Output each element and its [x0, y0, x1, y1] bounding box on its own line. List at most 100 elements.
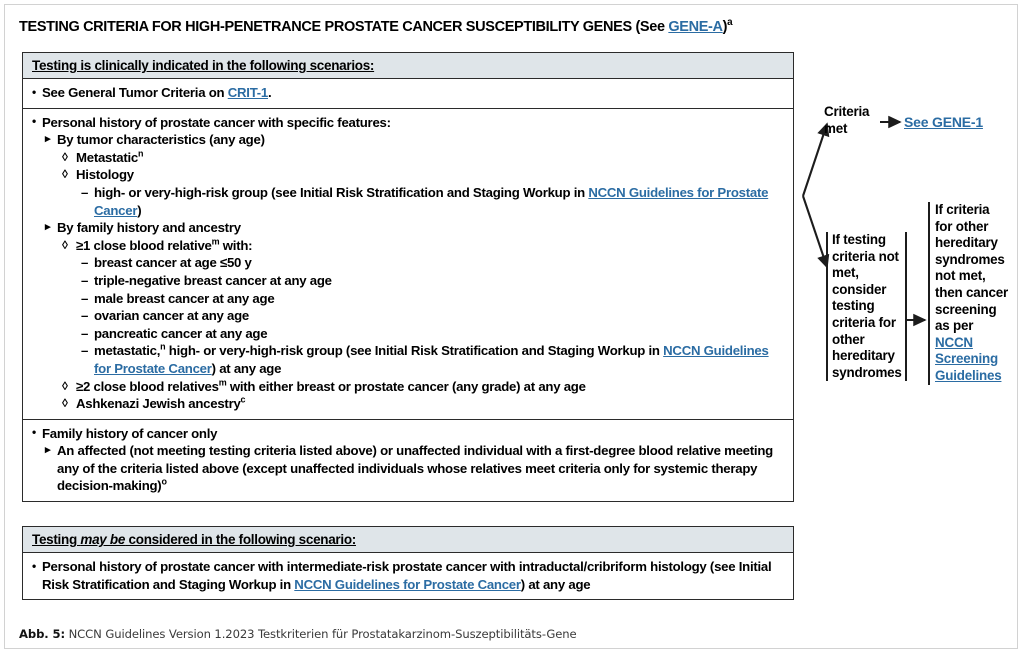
- bullet-diamond-icon: ◊: [62, 167, 68, 182]
- family-history-only-detail: An affected (not meeting testing criteri…: [57, 443, 773, 494]
- figure-caption-label: Abb. 5:: [19, 627, 66, 641]
- box-indicated-header-label: Testing is clinically indicated in the f…: [32, 58, 375, 73]
- metastatic-criterion-mid: high- or very-high-risk group (see Initi…: [165, 343, 664, 359]
- intermediate-risk-post: ) at any age: [520, 576, 591, 592]
- bullet-dot-icon: •: [32, 558, 36, 573]
- list-item: ▸ By tumor characteristics (any age): [32, 131, 784, 149]
- bullet-dash-icon: –: [81, 290, 89, 306]
- family-history-heading: By family history and ancestry: [57, 220, 241, 236]
- figure-caption-text: NCCN Guidelines Version 1.2023 Testkrite…: [65, 627, 577, 641]
- list-item: – breast cancer at age ≤50 y: [32, 254, 784, 272]
- list-item: • Family history of cancer only: [32, 425, 784, 443]
- if-other-syndromes-text: If criteria for other hereditary syndrom…: [935, 202, 1008, 334]
- list-item: ◊ ≥1 close blood relativem with:: [32, 237, 784, 255]
- bullet-dash-icon: –: [81, 272, 89, 288]
- criteria-box-considered: Testing may be considered in the followi…: [22, 526, 794, 601]
- two-relatives-suffix: with either breast or prostate cancer (a…: [226, 378, 586, 394]
- bullet-diamond-icon: ◊: [62, 378, 68, 393]
- bullet-dash-icon: –: [81, 325, 89, 341]
- list-item: – pancreatic cancer at any age: [32, 325, 784, 343]
- metastatic-label: Metastatic: [76, 149, 138, 165]
- figure-page: TESTING CRITERIA FOR HIGH-PENETRANCE PRO…: [4, 4, 1018, 649]
- list-item: • See General Tumor Criteria on CRIT-1.: [32, 84, 784, 102]
- footnote-ref-o: o: [161, 477, 167, 488]
- ashkenazi-text: Ashkenazi Jewish ancestry: [76, 396, 241, 412]
- nccn-screening-guidelines-link[interactable]: NCCN Screening Guidelines: [935, 334, 1002, 383]
- box-indicated-header: Testing is clinically indicated in the f…: [23, 53, 793, 79]
- nccn-prostate-guidelines-link[interactable]: NCCN Guidelines for Prostate Cancer: [294, 576, 521, 592]
- row-general-tumor-criteria: • See General Tumor Criteria on CRIT-1.: [23, 79, 793, 109]
- footnote-ref-n: n: [138, 148, 144, 159]
- list-item: ▸ An affected (not meeting testing crite…: [32, 442, 784, 495]
- bullet-dash-icon: –: [81, 308, 89, 324]
- arrow-criteria-not-met: [802, 195, 830, 269]
- two-relatives-text: ≥2 close blood relatives: [76, 378, 219, 394]
- box-considered-header-emphasis: may be: [80, 532, 126, 547]
- bullet-dot-icon: •: [32, 114, 36, 129]
- list-item: ▸ By family history and ancestry: [32, 219, 784, 237]
- list-item: ◊ Metastaticn: [32, 149, 784, 167]
- arrow-criteria-met: [802, 122, 830, 197]
- figure-caption: Abb. 5: NCCN Guidelines Version 1.2023 T…: [19, 627, 999, 641]
- bullet-diamond-icon: ◊: [62, 149, 68, 164]
- list-item: ◊ Histology: [32, 166, 784, 184]
- relative-criterion: pancreatic cancer at any age: [94, 325, 268, 341]
- histology-detail-text: high- or very-high-risk group (see Initi…: [94, 184, 589, 200]
- relative-criterion: male breast cancer at any age: [94, 290, 275, 306]
- if-other-syndromes-label: If criteria for other hereditary syndrom…: [928, 202, 1009, 385]
- row-personal-history: • Personal history of prostate cancer wi…: [23, 109, 793, 420]
- relative-criterion: triple-negative breast cancer at any age: [94, 272, 332, 288]
- bullet-triangle-icon: ▸: [45, 221, 51, 234]
- histology-label: Histology: [76, 167, 134, 183]
- list-item: – high- or very-high-risk group (see Ini…: [32, 184, 784, 219]
- criteria-met-label: Criteria met: [824, 104, 870, 136]
- metastatic-criterion-post: ) at any age: [211, 360, 282, 376]
- list-item: – ovarian cancer at any age: [32, 307, 784, 325]
- bullet-diamond-icon: ◊: [62, 396, 68, 411]
- criteria-box-indicated: Testing is clinically indicated in the f…: [22, 52, 794, 503]
- bullet-triangle-icon: ▸: [45, 133, 51, 146]
- row-intermediate-risk: • Personal history of prostate cancer wi…: [23, 553, 793, 599]
- bullet-diamond-icon: ◊: [62, 237, 68, 252]
- general-criteria-period: .: [268, 85, 272, 100]
- intermediate-risk-text: Personal history of prostate cancer with…: [42, 559, 772, 592]
- box-considered-header-post: considered in the following scenario:: [125, 532, 357, 547]
- crit-1-link[interactable]: CRIT-1: [227, 85, 269, 100]
- list-item: ◊ ≥2 close blood relativesm with either …: [32, 378, 784, 396]
- page-title-suffix: ): [722, 19, 728, 35]
- page-title: TESTING CRITERIA FOR HIGH-PENETRANCE PRO…: [19, 17, 999, 36]
- family-history-only-heading: Family history of cancer only: [42, 425, 218, 441]
- relative-criterion: breast cancer at age ≤50 y: [94, 255, 252, 271]
- see-gene-1-link[interactable]: See GENE-1: [904, 114, 983, 130]
- page-title-prefix: TESTING CRITERIA FOR HIGH-PENETRANCE PRO…: [19, 19, 669, 35]
- footnote-ref-a: a: [727, 17, 733, 29]
- if-testing-not-met-label: If testing criteria not met, consider te…: [826, 232, 907, 382]
- nccn-prostate-guidelines-link[interactable]: NCCN Guidelines for Prostate Cancer: [94, 343, 769, 376]
- metastatic-criterion-text: metastatic,: [94, 343, 161, 359]
- histology-detail-close: ): [137, 202, 142, 218]
- personal-history-heading: Personal history of prostate cancer with…: [42, 114, 391, 130]
- list-item: • Personal history of prostate cancer wi…: [32, 558, 784, 593]
- gene-a-link[interactable]: GENE-A: [668, 19, 723, 35]
- footnote-ref-m: m: [218, 377, 227, 388]
- decision-flow: Criteria met See GENE-1 If testing crite…: [794, 52, 1016, 522]
- box-considered-header: Testing may be considered in the followi…: [23, 527, 793, 553]
- bullet-dash-icon: –: [81, 184, 89, 200]
- bullet-triangle-icon: ▸: [45, 444, 51, 457]
- list-item: – metastatic,n high- or very-high-risk g…: [32, 342, 784, 377]
- bullet-dash-icon: –: [81, 343, 89, 359]
- nccn-prostate-guidelines-link[interactable]: NCCN Guidelines for Prostate Cancer: [94, 184, 769, 218]
- bullet-dot-icon: •: [32, 425, 36, 440]
- bullet-dash-icon: –: [81, 255, 89, 271]
- general-criteria-text: See General Tumor Criteria on: [42, 85, 228, 100]
- flow-arrows: [802, 115, 927, 327]
- one-relative-suffix: with:: [219, 237, 253, 253]
- relative-criterion: ovarian cancer at any age: [94, 308, 250, 324]
- list-item: – triple-negative breast cancer at any a…: [32, 272, 784, 290]
- list-item: ◊ Ashkenazi Jewish ancestryc: [32, 395, 784, 413]
- box-considered-header-pre: Testing: [32, 532, 81, 547]
- footnote-ref-n: n: [160, 341, 166, 352]
- row-family-history-only: • Family history of cancer only ▸ An aff…: [23, 420, 793, 501]
- list-item: • Personal history of prostate cancer wi…: [32, 114, 784, 132]
- footnote-ref-c: c: [240, 394, 246, 405]
